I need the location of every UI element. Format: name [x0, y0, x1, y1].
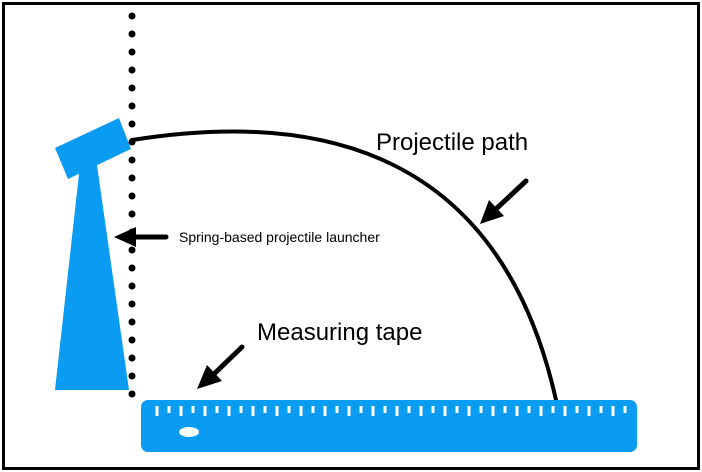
tape-tick	[455, 406, 459, 413]
tape-tick	[623, 406, 627, 413]
measuring-tape	[141, 400, 637, 452]
tape-tick	[515, 406, 519, 416]
tape-ticks	[155, 406, 627, 416]
tape-tick	[503, 406, 507, 413]
tape-tick	[359, 406, 363, 413]
tape-tick	[395, 406, 399, 416]
tape-tick	[419, 406, 423, 416]
tape-tick	[611, 406, 615, 416]
tape-tick	[371, 406, 375, 416]
arrow-to-launcher	[114, 227, 169, 247]
projectile-launcher	[55, 118, 131, 390]
tape-tick	[155, 406, 159, 416]
tape-tick	[407, 406, 411, 413]
tape-tick	[203, 406, 207, 416]
tape-tick	[491, 406, 495, 416]
tape-tick	[431, 406, 435, 413]
tape-tick	[587, 406, 591, 416]
tape-tick	[239, 406, 243, 413]
tape-tick	[311, 406, 315, 413]
label-launcher: Spring-based projectile launcher	[179, 229, 380, 245]
tape-tick	[527, 406, 531, 413]
label-measuring-tape: Measuring tape	[257, 319, 422, 346]
tape-tick	[599, 406, 603, 413]
tape-tick	[467, 406, 471, 416]
tape-tick	[323, 406, 327, 416]
tape-tick	[179, 406, 183, 416]
arrow-to-tape	[197, 344, 245, 389]
tape-tick	[443, 406, 447, 416]
tape-tick	[287, 406, 291, 413]
tape-tick	[263, 406, 267, 413]
tape-tick	[227, 406, 231, 416]
tape-tick	[539, 406, 543, 416]
tape-tick	[479, 406, 483, 413]
tape-hole	[179, 427, 199, 437]
projectile-path-curve	[130, 129, 558, 402]
tape-tick	[347, 406, 351, 416]
launcher-stand	[55, 165, 129, 390]
tape-tick	[551, 406, 555, 413]
label-projectile-path: Projectile path	[376, 129, 528, 156]
tape-tick	[335, 406, 339, 413]
launcher-barrel	[55, 118, 131, 179]
tape-tick	[251, 406, 255, 416]
tape-tick	[299, 406, 303, 416]
tape-tick	[167, 406, 171, 413]
tape-tick	[563, 406, 567, 416]
tape-tick	[275, 406, 279, 416]
tape-body	[141, 400, 637, 452]
tape-tick	[215, 406, 219, 413]
tape-tick	[575, 406, 579, 413]
tape-tick	[383, 406, 387, 413]
tape-tick	[191, 406, 195, 413]
arrow-to-path	[480, 178, 529, 224]
